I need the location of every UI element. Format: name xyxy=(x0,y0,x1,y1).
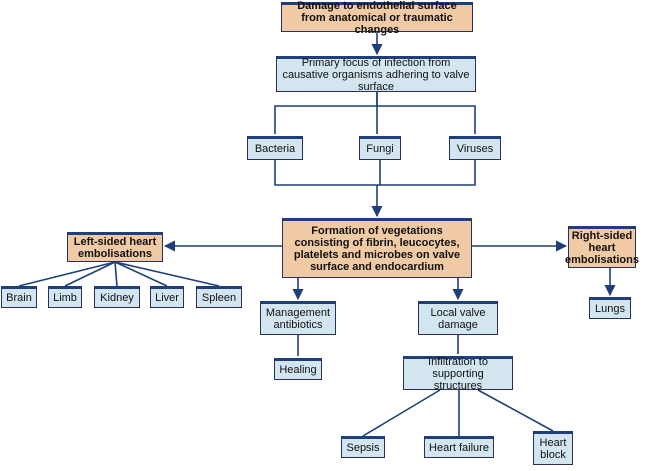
node-liver-label: Liver xyxy=(155,292,179,304)
node-heart-failure: Heart failure xyxy=(424,436,494,458)
node-healing: Healing xyxy=(274,358,322,380)
node-sepsis: Sepsis xyxy=(341,436,385,458)
connector-left-to-spleen xyxy=(114,261,220,287)
node-viruses: Viruses xyxy=(449,136,501,160)
node-right-embolisations: Right-sided heart embolisations xyxy=(565,226,639,268)
node-vegetations-label: Formation of vegetations consisting of f… xyxy=(293,225,461,273)
node-kidney: Kidney xyxy=(94,286,140,308)
node-healing-label: Healing xyxy=(279,364,317,376)
node-lungs-label: Lungs xyxy=(595,303,625,315)
node-infiltration-label: Infiltration to supporting structures xyxy=(428,356,488,392)
node-vegetations: Formation of vegetations consisting of f… xyxy=(282,218,472,278)
connector-left-to-kidney xyxy=(114,261,118,287)
node-kidney-label: Kidney xyxy=(100,292,134,304)
connector-infiltration-to-sepsis xyxy=(362,389,441,437)
node-left-embolisations-label: Left-sided heart embolisations xyxy=(73,236,157,260)
node-local-valve: Local valve damage xyxy=(418,301,498,335)
node-right-embolisations-label: Right-sided heart embolisations xyxy=(565,230,639,266)
node-damage: Damage to endothelial surface from anato… xyxy=(281,0,473,36)
node-viruses-label: Viruses xyxy=(456,143,494,155)
node-sepsis-label: Sepsis xyxy=(346,442,380,454)
node-fungi: Fungi xyxy=(359,136,401,160)
node-bacteria: Bacteria xyxy=(247,136,303,160)
node-liver: Liver xyxy=(150,286,184,308)
node-fungi-label: Fungi xyxy=(366,143,394,155)
connector-organisms-join xyxy=(274,160,476,186)
node-heart-block: Heart block xyxy=(533,431,573,465)
node-left-embolisations: Left-sided heart embolisations xyxy=(67,232,163,262)
connector-primary-to-bacteria xyxy=(274,92,378,134)
node-local-valve-label: Local valve damage xyxy=(430,307,486,331)
connector-infiltration-to-heart-block xyxy=(477,389,554,432)
node-management-label: Management antibiotics xyxy=(265,307,331,331)
node-limb: Limb xyxy=(48,286,82,308)
node-primary-focus-label: Primary focus of infection from causativ… xyxy=(282,57,470,93)
connector-left-to-liver xyxy=(114,261,168,287)
node-spleen-label: Spleen xyxy=(201,292,237,304)
node-lungs: Lungs xyxy=(589,297,631,319)
node-heart-failure-label: Heart failure xyxy=(429,442,489,454)
connector-left-to-brain xyxy=(18,261,116,287)
node-bacteria-label: Bacteria xyxy=(254,143,296,155)
connector-primary-to-viruses xyxy=(377,105,476,134)
node-primary-focus: Primary focus of infection from causativ… xyxy=(276,56,476,93)
node-brain-label: Brain xyxy=(6,292,32,304)
connector-left-to-limb xyxy=(64,261,116,287)
node-damage-label: Damage to endothelial surface from anato… xyxy=(297,0,457,36)
node-infiltration: Infiltration to supporting structures xyxy=(403,356,513,392)
node-limb-label: Limb xyxy=(53,292,77,304)
node-heart-block-label: Heart block xyxy=(539,437,567,461)
node-spleen: Spleen xyxy=(196,286,242,308)
node-brain: Brain xyxy=(1,286,37,308)
node-management: Management antibiotics xyxy=(260,301,336,335)
